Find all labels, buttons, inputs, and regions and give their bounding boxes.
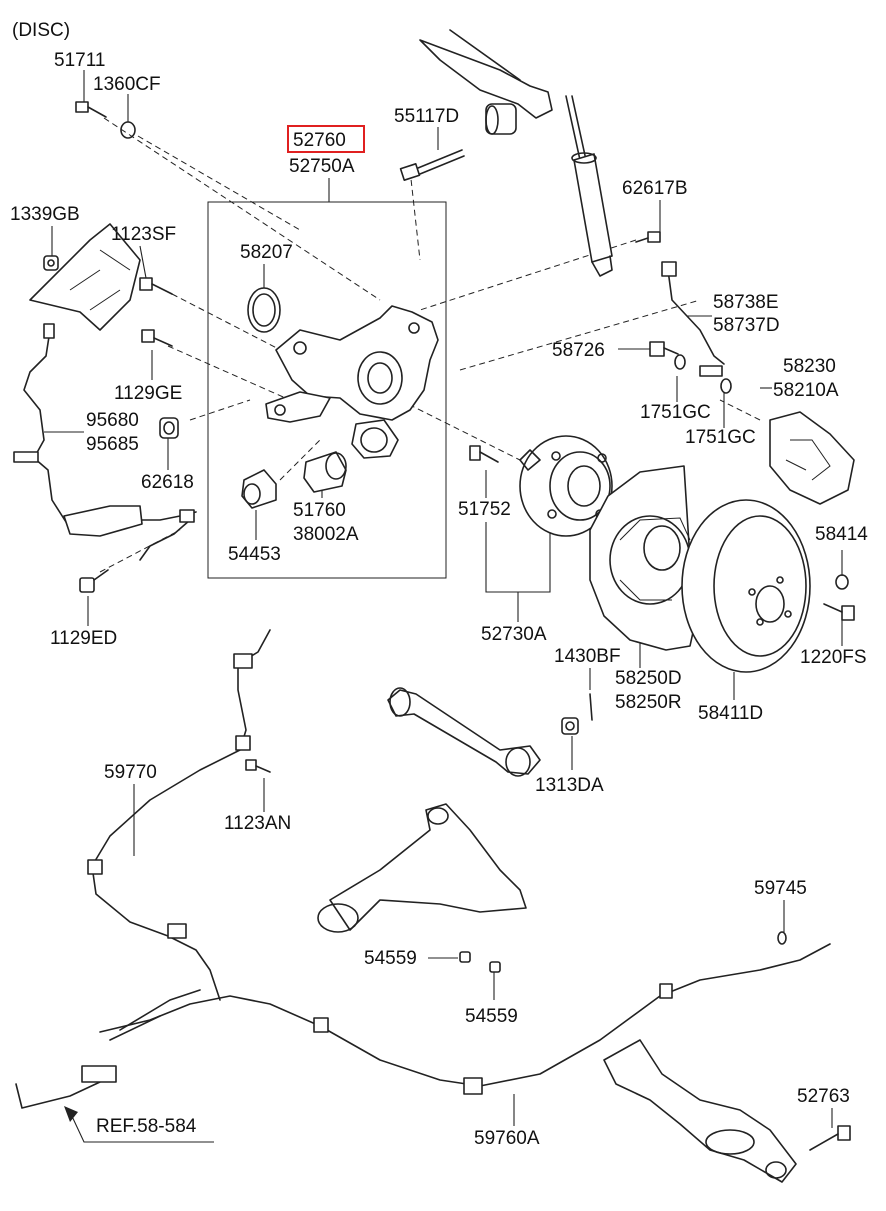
nut-1339gb[interactable] — [43, 255, 59, 271]
label-52730a[interactable]: 52730A — [481, 624, 547, 645]
trailing-arm[interactable] — [419, 29, 553, 119]
bolt-1129ge[interactable] — [141, 329, 173, 347]
label-62617b[interactable]: 62617B — [622, 178, 688, 199]
label-62618[interactable]: 62618 — [141, 472, 194, 493]
pin-1430bf[interactable] — [589, 693, 593, 721]
backing-plate-58250d[interactable] — [589, 465, 701, 651]
label-ref-58-584[interactable]: REF.58-584 — [96, 1116, 197, 1137]
parking-brake-cable-59760a[interactable] — [99, 943, 831, 1095]
label-52763[interactable]: 52763 — [797, 1086, 850, 1107]
hub-bolt-51752[interactable] — [469, 445, 499, 463]
bushing-54453[interactable] — [241, 469, 277, 509]
label-58230[interactable]: 58230 — [783, 356, 836, 377]
highlight-box-52760 — [287, 125, 365, 153]
label-58414[interactable]: 58414 — [815, 524, 868, 545]
bushing-trailing-arm[interactable] — [485, 103, 517, 135]
label-1751gc-upper[interactable]: 1751GC — [640, 402, 711, 423]
nut-1313da[interactable] — [561, 717, 579, 735]
bolt-1123an[interactable] — [245, 759, 271, 773]
nut-54559-upper[interactable] — [459, 951, 471, 963]
brake-caliper-58230[interactable] — [769, 411, 855, 505]
label-1339gb[interactable]: 1339GB — [10, 204, 80, 225]
label-1313da[interactable]: 1313DA — [535, 775, 604, 796]
ref-bracket — [15, 1065, 117, 1109]
parking-brake-cable-59770[interactable] — [87, 629, 271, 1001]
label-1123an[interactable]: 1123AN — [224, 813, 291, 834]
washer-1751gc-lower[interactable] — [720, 378, 732, 394]
knuckle-52760[interactable] — [265, 305, 439, 459]
leader-lines — [44, 70, 843, 1143]
brake-disc-58411d[interactable] — [681, 499, 811, 673]
knuckle-assembly-box — [207, 201, 447, 579]
bolt-51711[interactable] — [75, 101, 107, 118]
label-59770[interactable]: 59770 — [104, 762, 157, 783]
label-58207[interactable]: 58207 — [240, 242, 293, 263]
label-52760[interactable]: 52760 — [293, 130, 346, 151]
label-52750a[interactable]: 52750A — [289, 156, 355, 177]
abs-sensor-wire-95680[interactable] — [13, 323, 197, 561]
label-1430bf[interactable]: 1430BF — [554, 646, 621, 667]
label-1751gc-lower[interactable]: 1751GC — [685, 427, 756, 448]
label-51711[interactable]: 51711 — [54, 50, 105, 71]
bolt-55117d[interactable] — [399, 149, 465, 181]
disc-header: (DISC) — [12, 20, 70, 41]
washer-1751gc-upper[interactable] — [674, 354, 686, 370]
bolt-1220fs[interactable] — [823, 603, 855, 621]
assembly-dashed-lines — [99, 117, 761, 573]
hub-bearing-52730a[interactable] — [519, 435, 613, 537]
lower-control-arm[interactable] — [317, 803, 527, 933]
brake-hose-58738e[interactable] — [661, 261, 725, 377]
label-58738e[interactable]: 58738E — [713, 292, 779, 313]
nut-58414[interactable] — [835, 574, 849, 590]
label-59745[interactable]: 59745 — [754, 878, 807, 899]
label-58411d[interactable]: 58411D — [698, 703, 763, 724]
rear-lower-arm[interactable] — [603, 1039, 797, 1183]
bolt-62617b[interactable] — [635, 231, 661, 243]
clip-59745[interactable] — [777, 931, 787, 945]
label-51752[interactable]: 51752 — [458, 499, 511, 520]
label-1123sf[interactable]: 1123SF — [111, 224, 176, 245]
seal-ring-58207[interactable] — [247, 287, 281, 333]
label-58250d[interactable]: 58250D — [615, 668, 682, 689]
label-55117d[interactable]: 55117D — [394, 106, 459, 127]
lateral-arm[interactable] — [387, 687, 541, 777]
label-58210a[interactable]: 58210A — [773, 380, 839, 401]
label-1360cf[interactable]: 1360CF — [93, 74, 161, 95]
banjo-bolt-58726[interactable] — [649, 341, 679, 357]
label-59760a[interactable]: 59760A — [474, 1128, 540, 1149]
label-38002a[interactable]: 38002A — [293, 524, 359, 545]
shock-absorber[interactable] — [565, 95, 613, 277]
label-1129ed[interactable]: 1129ED — [50, 628, 117, 649]
label-1129ge[interactable]: 1129GE — [114, 383, 182, 404]
nut-62618[interactable] — [159, 417, 179, 439]
body-bracket — [29, 223, 141, 331]
label-54453[interactable]: 54453 — [228, 544, 281, 565]
bolt-1123sf[interactable] — [139, 277, 173, 295]
label-1220fs[interactable]: 1220FS — [800, 647, 867, 668]
nut-54559-lower[interactable] — [489, 961, 501, 973]
label-54559-upper[interactable]: 54559 — [364, 948, 417, 969]
label-54559-lower[interactable]: 54559 — [465, 1006, 518, 1027]
label-95685[interactable]: 95685 — [86, 434, 139, 455]
washer-1360cf[interactable] — [120, 121, 136, 139]
label-51760[interactable]: 51760 — [293, 500, 346, 521]
bolt-1129ed[interactable] — [79, 569, 109, 593]
label-58726[interactable]: 58726 — [552, 340, 605, 361]
bushing-51760[interactable] — [303, 451, 347, 493]
label-58250r[interactable]: 58250R — [615, 692, 682, 713]
bolt-52763[interactable] — [809, 1125, 851, 1151]
label-58737d[interactable]: 58737D — [713, 315, 780, 336]
label-95680[interactable]: 95680 — [86, 410, 139, 431]
